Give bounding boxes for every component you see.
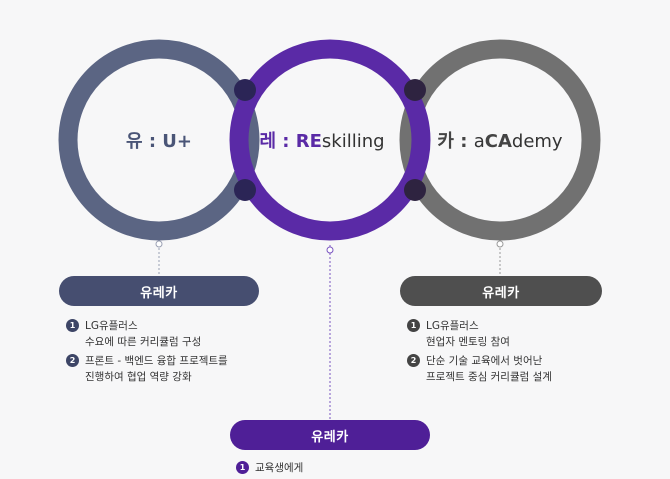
center-title-pill: 유레카 [230, 420, 430, 450]
label-yu: 유 : U+ [126, 131, 192, 152]
knot-left-bottom [234, 179, 256, 201]
item-line: 현업자 멘토링 참여 [426, 336, 510, 348]
item-line: 교육생에게 [255, 462, 304, 474]
eureka-diagram: 유 : U+ 레 : REskilling 카 : aCAdemy 유레카 1 … [58, 39, 627, 474]
number-badge: 1 [236, 461, 249, 474]
item-line: 단순 기술 교육에서 벗어난 [426, 355, 543, 367]
knot-right-bottom [404, 179, 426, 201]
label-re: 레 : REskilling [259, 131, 384, 152]
knot-right-top [404, 79, 426, 101]
left-title-pill: 유레카 [59, 276, 259, 306]
list-item: 1 교육생에게 [236, 460, 436, 476]
item-line: 프론트 - 백엔드 융합 프로젝트를 [85, 355, 228, 367]
item-line: LG유플러스 [85, 320, 138, 332]
number-badge: 1 [407, 319, 420, 332]
number-badge: 2 [66, 354, 79, 367]
item-line: LG유플러스 [426, 320, 479, 332]
knot-left-top [234, 79, 256, 101]
ring-yu [58, 39, 260, 241]
ring-gray [399, 39, 601, 241]
center-list: 1 교육생에게 [236, 460, 436, 479]
item-line: 진행하여 협업 역량 강화 [85, 371, 192, 383]
left-dot [155, 240, 163, 248]
center-dot [326, 246, 334, 254]
right-title-pill: 유레카 [400, 276, 602, 306]
right-dot [496, 240, 504, 248]
ring-re [229, 39, 431, 241]
item-line: 프로젝트 중심 커리큘럼 설계 [426, 371, 552, 383]
number-badge: 2 [407, 354, 420, 367]
item-line: 수요에 따른 커리큘럼 구성 [85, 336, 202, 348]
label-ka: 카 : aCAdemy [437, 131, 563, 152]
number-badge: 1 [66, 319, 79, 332]
rings-svg: 유 : U+ 레 : REskilling 카 : aCAdemy [58, 39, 601, 420]
